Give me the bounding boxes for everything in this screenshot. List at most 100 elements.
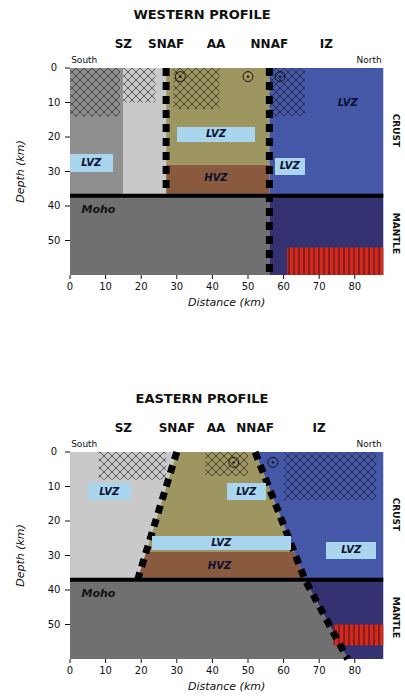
direction-label: North — [356, 56, 381, 65]
axis-tick — [212, 275, 213, 279]
axis-tick — [248, 275, 249, 279]
axis-tick — [283, 659, 284, 663]
axis-tick — [354, 659, 355, 663]
seismicity-dot — [233, 461, 235, 463]
seismicity-dot — [279, 75, 281, 77]
profile-section — [65, 68, 383, 279]
axis-tick — [212, 659, 213, 663]
crosshatch-zone — [205, 452, 248, 476]
axis-title: Depth (km) — [15, 140, 26, 203]
tick-label: 0 — [67, 282, 73, 292]
fault-line — [266, 68, 273, 275]
axis-tick — [65, 102, 70, 103]
axis-tick — [283, 275, 284, 279]
seismicity-symbol — [229, 457, 239, 467]
axis-tick — [65, 624, 70, 625]
tick-label: 60 — [277, 666, 290, 676]
tick-label: 20 — [135, 666, 148, 676]
tick-label: 20 — [48, 132, 61, 142]
fault-line — [163, 68, 170, 196]
tick-label: 50 — [242, 282, 255, 292]
tick-label: 30 — [48, 551, 61, 561]
sz-block — [123, 68, 166, 196]
crosshatch-zone — [123, 68, 155, 103]
axis-tick — [65, 590, 70, 591]
seismicity-dot — [247, 75, 249, 77]
tick-label: 40 — [206, 666, 219, 676]
zone-header: IZ — [320, 38, 333, 50]
mantle-anomaly — [333, 625, 383, 646]
zone-header: SZ — [115, 38, 132, 50]
tick-label: 10 — [99, 282, 112, 292]
axis-tick — [105, 275, 106, 279]
tick-label: 50 — [48, 620, 61, 630]
layer-label: MANTLE — [391, 213, 400, 254]
axis-tick — [65, 137, 70, 138]
crosshatch-zone — [70, 68, 120, 116]
zone-label: LVZ — [206, 129, 226, 139]
crosshatch-zone — [269, 68, 305, 116]
axis-tick — [176, 275, 177, 279]
zone-header: AA — [207, 38, 226, 50]
lvz-box: LVZ — [70, 154, 113, 171]
tick-label: 40 — [48, 585, 61, 595]
tick-label: 50 — [242, 666, 255, 676]
axis-title: Depth (km) — [15, 524, 26, 587]
tick-label: 10 — [48, 482, 61, 492]
tick-label: 80 — [348, 666, 361, 676]
aa-block — [166, 68, 269, 165]
sz-block — [70, 68, 123, 196]
zone-label: LVZ — [211, 538, 231, 548]
axis-tick — [319, 275, 320, 279]
axis-title: Distance (km) — [188, 681, 265, 692]
zone-label: HVZ — [204, 173, 227, 183]
direction-label: North — [356, 440, 381, 449]
zone-header: SZ — [115, 422, 132, 434]
axis-tick — [70, 275, 71, 279]
axis-tick — [105, 659, 106, 663]
axis-tick — [65, 521, 70, 522]
tick-label: 70 — [313, 666, 326, 676]
zone-header: SNAF — [148, 38, 184, 50]
layer-label: MANTLE — [391, 597, 400, 638]
direction-label: South — [71, 56, 97, 65]
tick-label: 0 — [67, 666, 73, 676]
axis-tick — [65, 452, 70, 453]
panel-title: WESTERN PROFILE — [133, 8, 270, 21]
seismicity-symbol — [243, 72, 253, 82]
axis-tick — [141, 275, 142, 279]
mantle — [269, 196, 383, 275]
crosshatch-zone — [98, 452, 166, 480]
tick-label: 20 — [135, 282, 148, 292]
mantle — [70, 196, 269, 275]
axis-tick — [65, 240, 70, 241]
zone-label: LVZ — [338, 98, 358, 108]
tick-label: 10 — [99, 666, 112, 676]
iz-block — [255, 452, 383, 580]
iz-block — [269, 68, 383, 196]
lvz-box: LVZ — [326, 542, 376, 559]
axis-tick — [354, 275, 355, 279]
panel-title: EASTERN PROFILE — [136, 392, 269, 405]
tick-label: 30 — [48, 167, 61, 177]
seismicity-symbol — [175, 72, 185, 82]
lvz-box: LVZ — [227, 483, 266, 500]
axis-tick — [65, 555, 70, 556]
zone-label: LVZ — [341, 545, 361, 555]
layer-label: CRUST — [392, 497, 401, 530]
axis-title: Distance (km) — [188, 297, 265, 308]
mantle — [70, 580, 348, 659]
moho-line — [70, 578, 383, 582]
moho-label: Moho — [82, 588, 116, 599]
axis-tick — [176, 659, 177, 663]
seismicity-symbol — [275, 72, 285, 82]
tick-label: 60 — [277, 282, 290, 292]
tick-label: 50 — [48, 236, 61, 246]
crosshatch-zone — [284, 452, 377, 500]
axis-tick — [70, 659, 71, 663]
zone-label: LVZ — [81, 158, 101, 168]
zone-label: LVZ — [280, 161, 300, 171]
tick-label: 30 — [170, 282, 183, 292]
hvz-zone — [138, 552, 305, 580]
